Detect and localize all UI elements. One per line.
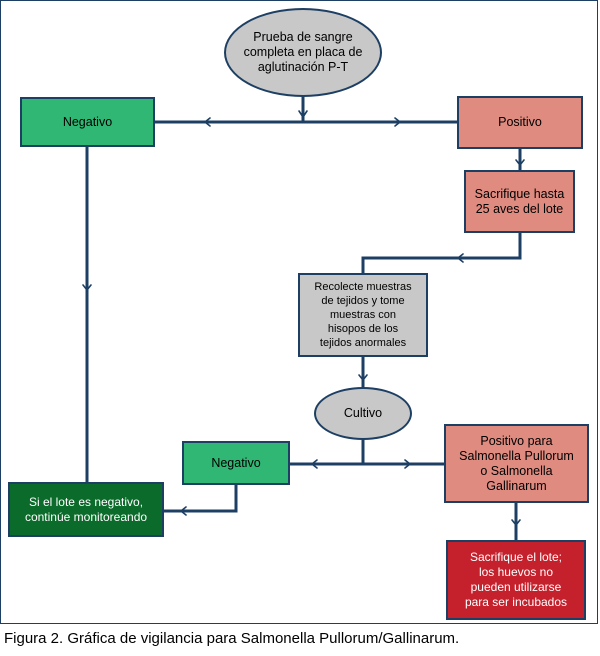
connector-sacrifice-to-collect — [361, 231, 522, 275]
figure-frame — [0, 0, 598, 624]
arrow-start-down — [298, 110, 308, 118]
positive-top-label: Positivo — [498, 115, 542, 129]
arrow-left-top — [204, 117, 211, 127]
culture-label: Cultivo — [343, 406, 383, 420]
arrow-to-monitor — [180, 506, 187, 516]
arrow-to-positive-culture — [404, 459, 411, 469]
collect-samples-box: Recolecte muestras de tejidos y tome mue… — [298, 273, 428, 357]
sacrifice-flock-box: Sacrifique el lote; los huevos no pueden… — [446, 540, 586, 620]
connector-negative-to-monitor — [162, 483, 238, 513]
keep-monitoring-box: Si el lote es negativo, continúe monitor… — [8, 482, 164, 537]
keep-monitoring-label: Si el lote es negativo, continúe monitor… — [24, 494, 148, 524]
negative-culture-box: Negativo — [182, 441, 290, 485]
arrow-right-top — [394, 117, 401, 127]
start-label: Prueba de sangre completa en placa de ag… — [243, 30, 363, 74]
arrow-positive-down — [511, 519, 521, 526]
collect-samples-label: Recolecte muestras de tejidos y tome mue… — [314, 281, 412, 349]
arrow-left-down — [82, 284, 92, 291]
positive-top-box: Positivo — [457, 96, 583, 149]
negative-culture-label: Negativo — [211, 455, 261, 470]
positive-culture-label: Positivo para Salmonella Pullorum o Salm… — [459, 433, 574, 493]
sacrifice-25-label: Sacrifique hasta 25 aves del lote — [474, 186, 565, 216]
arrow-to-collect — [457, 253, 464, 263]
arrow-sacrifice-down — [515, 159, 525, 166]
sacrifice-25-box: Sacrifique hasta 25 aves del lote — [464, 170, 575, 233]
culture-oval: Cultivo — [314, 387, 412, 440]
start-oval: Prueba de sangre completa en placa de ag… — [224, 8, 382, 97]
negative-top-label: Negativo — [62, 114, 113, 129]
negative-top-box: Negativo — [20, 97, 155, 147]
arrow-collect-down — [358, 374, 368, 381]
figure-caption: Figura 2. Gráfica de vigilancia para Sal… — [4, 630, 460, 647]
positive-culture-box: Positivo para Salmonella Pullorum o Salm… — [444, 424, 589, 503]
arrow-to-negative-culture — [311, 459, 318, 469]
sacrifice-flock-label: Sacrifique el lote; los huevos no pueden… — [464, 550, 568, 609]
